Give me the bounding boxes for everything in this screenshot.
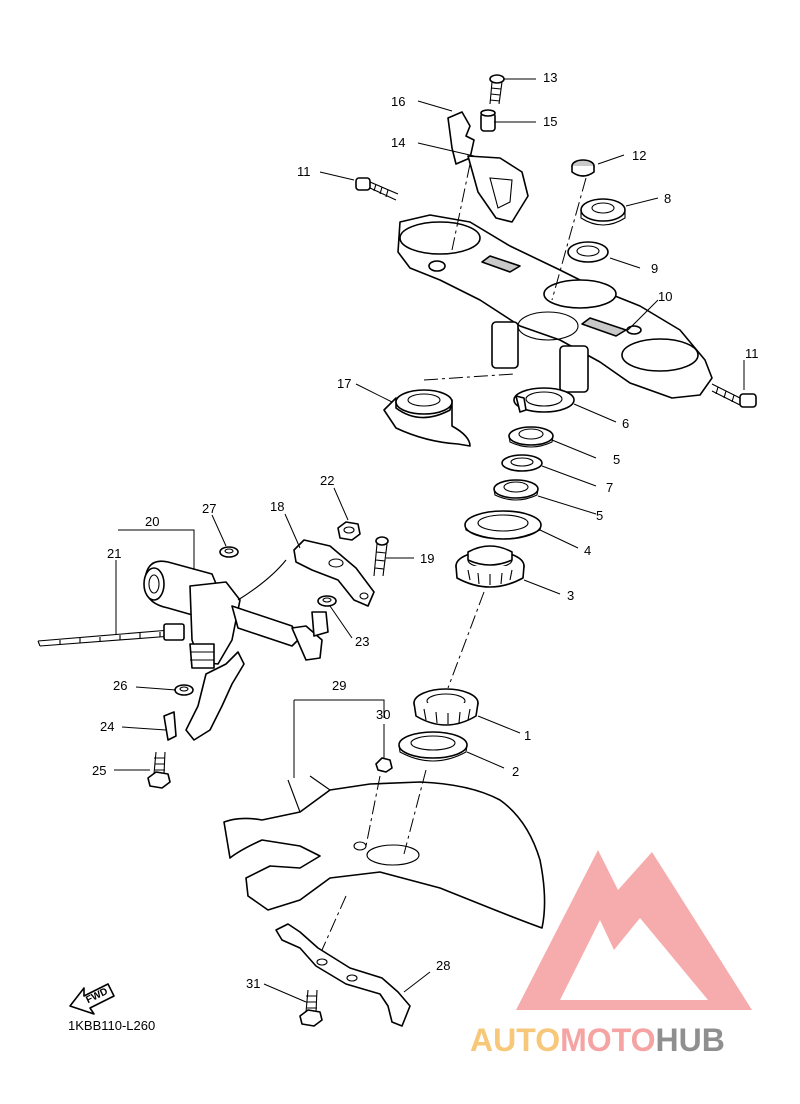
callout-23: 23: [355, 634, 369, 649]
ring-nut-part: [508, 426, 554, 448]
bolt-part: [355, 177, 399, 201]
callout-28: 28: [436, 958, 450, 973]
nut-part: [337, 521, 361, 541]
watermark-moto: MOTO: [560, 1022, 655, 1058]
stay-bracket-part: [275, 923, 411, 1027]
bolt-part: [299, 989, 323, 1027]
washer-part: [317, 595, 337, 607]
callout-15: 15: [543, 114, 557, 129]
bearing-part: [455, 545, 525, 588]
washer-part: [501, 454, 543, 472]
bolt-part: [373, 536, 389, 577]
watermark-auto: AUTO: [470, 1022, 560, 1058]
callout-19: 19: [420, 551, 434, 566]
watermark-logo-icon: [516, 850, 752, 1010]
screw-part: [489, 74, 505, 105]
callout-13: 13: [543, 70, 557, 85]
watermark-text: AUTOMOTOHUB: [470, 1022, 725, 1058]
callout-25: 25: [92, 763, 106, 778]
washer-part: [219, 546, 239, 558]
assembly-axis-lines: [321, 163, 587, 951]
cover-part: [383, 389, 471, 447]
callout-14: 14: [391, 135, 405, 150]
ring-nut-part: [580, 198, 626, 226]
callout-6: 6: [622, 416, 629, 431]
callout-27: 27: [202, 501, 216, 516]
nut-part: [375, 757, 393, 773]
callout-22: 22: [320, 473, 334, 488]
callout-26: 26: [113, 678, 127, 693]
bolt-part: [711, 383, 757, 408]
callout-16: 16: [391, 94, 405, 109]
lock-washer-part: [513, 387, 575, 413]
cap-part: [571, 159, 595, 177]
callout-5a: 5: [613, 452, 620, 467]
callout-4: 4: [584, 543, 591, 558]
under-cover-part: [223, 775, 546, 929]
callout-3: 3: [567, 588, 574, 603]
callout-30: 30: [376, 707, 390, 722]
callout-12: 12: [632, 148, 646, 163]
callout-11a: 11: [297, 164, 311, 179]
callout-17: 17: [337, 376, 351, 391]
collar-part: [480, 109, 496, 132]
callout-29: 29: [332, 678, 346, 693]
diagram-code: 1KBB110-L260: [68, 1018, 155, 1033]
callout-11b: 11: [745, 346, 759, 361]
callout-7: 7: [606, 480, 613, 495]
callout-21: 21: [107, 546, 121, 561]
callout-9: 9: [651, 261, 658, 276]
seal-part: [398, 731, 468, 762]
callout-18: 18: [270, 499, 284, 514]
callout-5b: 5: [596, 508, 603, 523]
callout-1: 1: [524, 728, 531, 743]
leader-lines: [114, 78, 745, 1003]
washer-part: [174, 684, 194, 696]
upper-bracket-part: [397, 214, 713, 399]
watermark-hub: HUB: [655, 1022, 724, 1058]
callout-8: 8: [664, 191, 671, 206]
callout-10: 10: [658, 289, 672, 304]
callout-20: 20: [145, 514, 159, 529]
callout-labels: 1 2 3 4 5 5 6 7 8 9 10 11 11 12 13 14 15…: [92, 70, 759, 991]
steering-damper-part: [37, 559, 329, 741]
bearing-part: [413, 688, 479, 726]
bolt-part: [147, 751, 171, 789]
callout-31: 31: [246, 976, 260, 991]
seal-part: [464, 510, 542, 540]
fwd-arrow-icon: FWD: [69, 983, 115, 1015]
ring-nut-part: [493, 479, 539, 501]
callout-2: 2: [512, 764, 519, 779]
stay-bracket-part: [293, 539, 375, 607]
washer-part: [567, 241, 609, 263]
callout-24: 24: [100, 719, 114, 734]
